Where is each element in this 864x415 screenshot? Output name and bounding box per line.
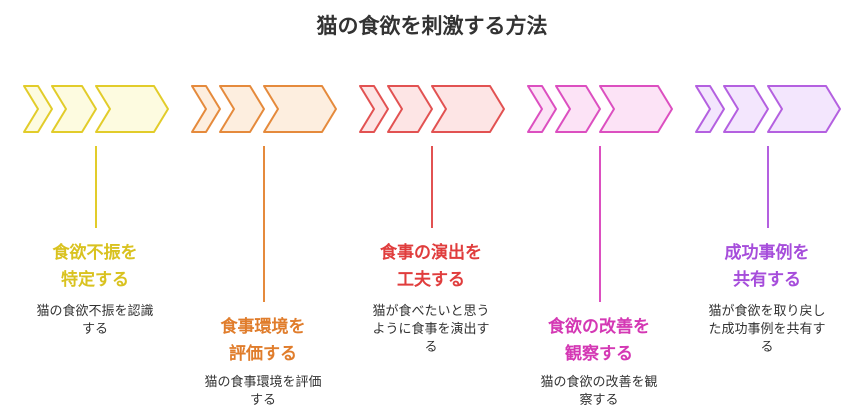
step-4-desc-line-2: 察する [579, 393, 619, 408]
step-4-heading-line-1: 食欲の改善を [548, 317, 650, 337]
step-2-heading: 食事環境を 評価する [178, 314, 348, 368]
step-3-desc-line-1: 猫が食べたいと思う [372, 304, 490, 319]
step-4-heading: 食欲の改善を 観察する [514, 314, 684, 368]
step-5-description: 猫が食欲を取り戻し た成功事例を共有す る [692, 303, 842, 357]
step-2-heading-line-1: 食事環境を [220, 317, 306, 337]
step-4-connector [599, 146, 601, 302]
step-2-connector [263, 146, 265, 302]
step-1-heading-line-1: 食欲不振を [52, 243, 138, 263]
step-3-desc-line-2: ように食事を演出す [372, 322, 490, 337]
step-5-desc-line-2: た成功事例を共有す [708, 322, 826, 337]
step-3-heading: 食事の演出を 工夫する [346, 240, 516, 294]
step-4-desc-line-1: 猫の食欲の改善を観 [540, 375, 658, 390]
step-3-desc-line-3: る [424, 340, 438, 355]
step-4-chevron-icon [527, 85, 673, 133]
step-3-connector [431, 146, 433, 228]
step-5-heading-line-2: 共有する [733, 270, 801, 290]
step-5-chevron-icon [695, 85, 841, 133]
step-2-chevron-icon [191, 85, 337, 133]
step-2-desc-line-2: する [249, 393, 276, 408]
step-1-description: 猫の食欲不振を認識 する [20, 303, 170, 339]
step-2-heading-line-2: 評価する [229, 344, 297, 364]
step-1-heading: 食欲不振を 特定する [10, 240, 180, 294]
step-3-chevron-icon [359, 85, 505, 133]
step-5-heading-line-1: 成功事例を [724, 243, 810, 263]
step-3-heading-line-2: 工夫する [397, 270, 465, 290]
step-1-desc-line-2: する [81, 322, 108, 337]
step-1-chevron-icon [23, 85, 169, 133]
step-1-desc-line-1: 猫の食欲不振を認識 [36, 304, 154, 319]
step-5-desc-line-1: 猫が食欲を取り戻し [708, 304, 826, 319]
step-4-heading-line-2: 観察する [565, 344, 633, 364]
step-2-desc-line-1: 猫の食事環境を評価 [204, 375, 322, 390]
step-1-heading-line-2: 特定する [61, 270, 129, 290]
step-5-desc-line-3: る [760, 340, 774, 355]
step-5-heading: 成功事例を 共有する [682, 240, 852, 294]
step-2-description: 猫の食事環境を評価 する [188, 374, 338, 410]
page-title: 猫の食欲を刺激する方法 [316, 14, 548, 38]
step-4-description: 猫の食欲の改善を観 察する [524, 374, 674, 410]
step-3-heading-line-1: 食事の演出を [380, 243, 482, 263]
step-5-connector [767, 146, 769, 228]
step-1-connector [95, 146, 97, 228]
step-3-description: 猫が食べたいと思う ように食事を演出す る [356, 303, 506, 357]
